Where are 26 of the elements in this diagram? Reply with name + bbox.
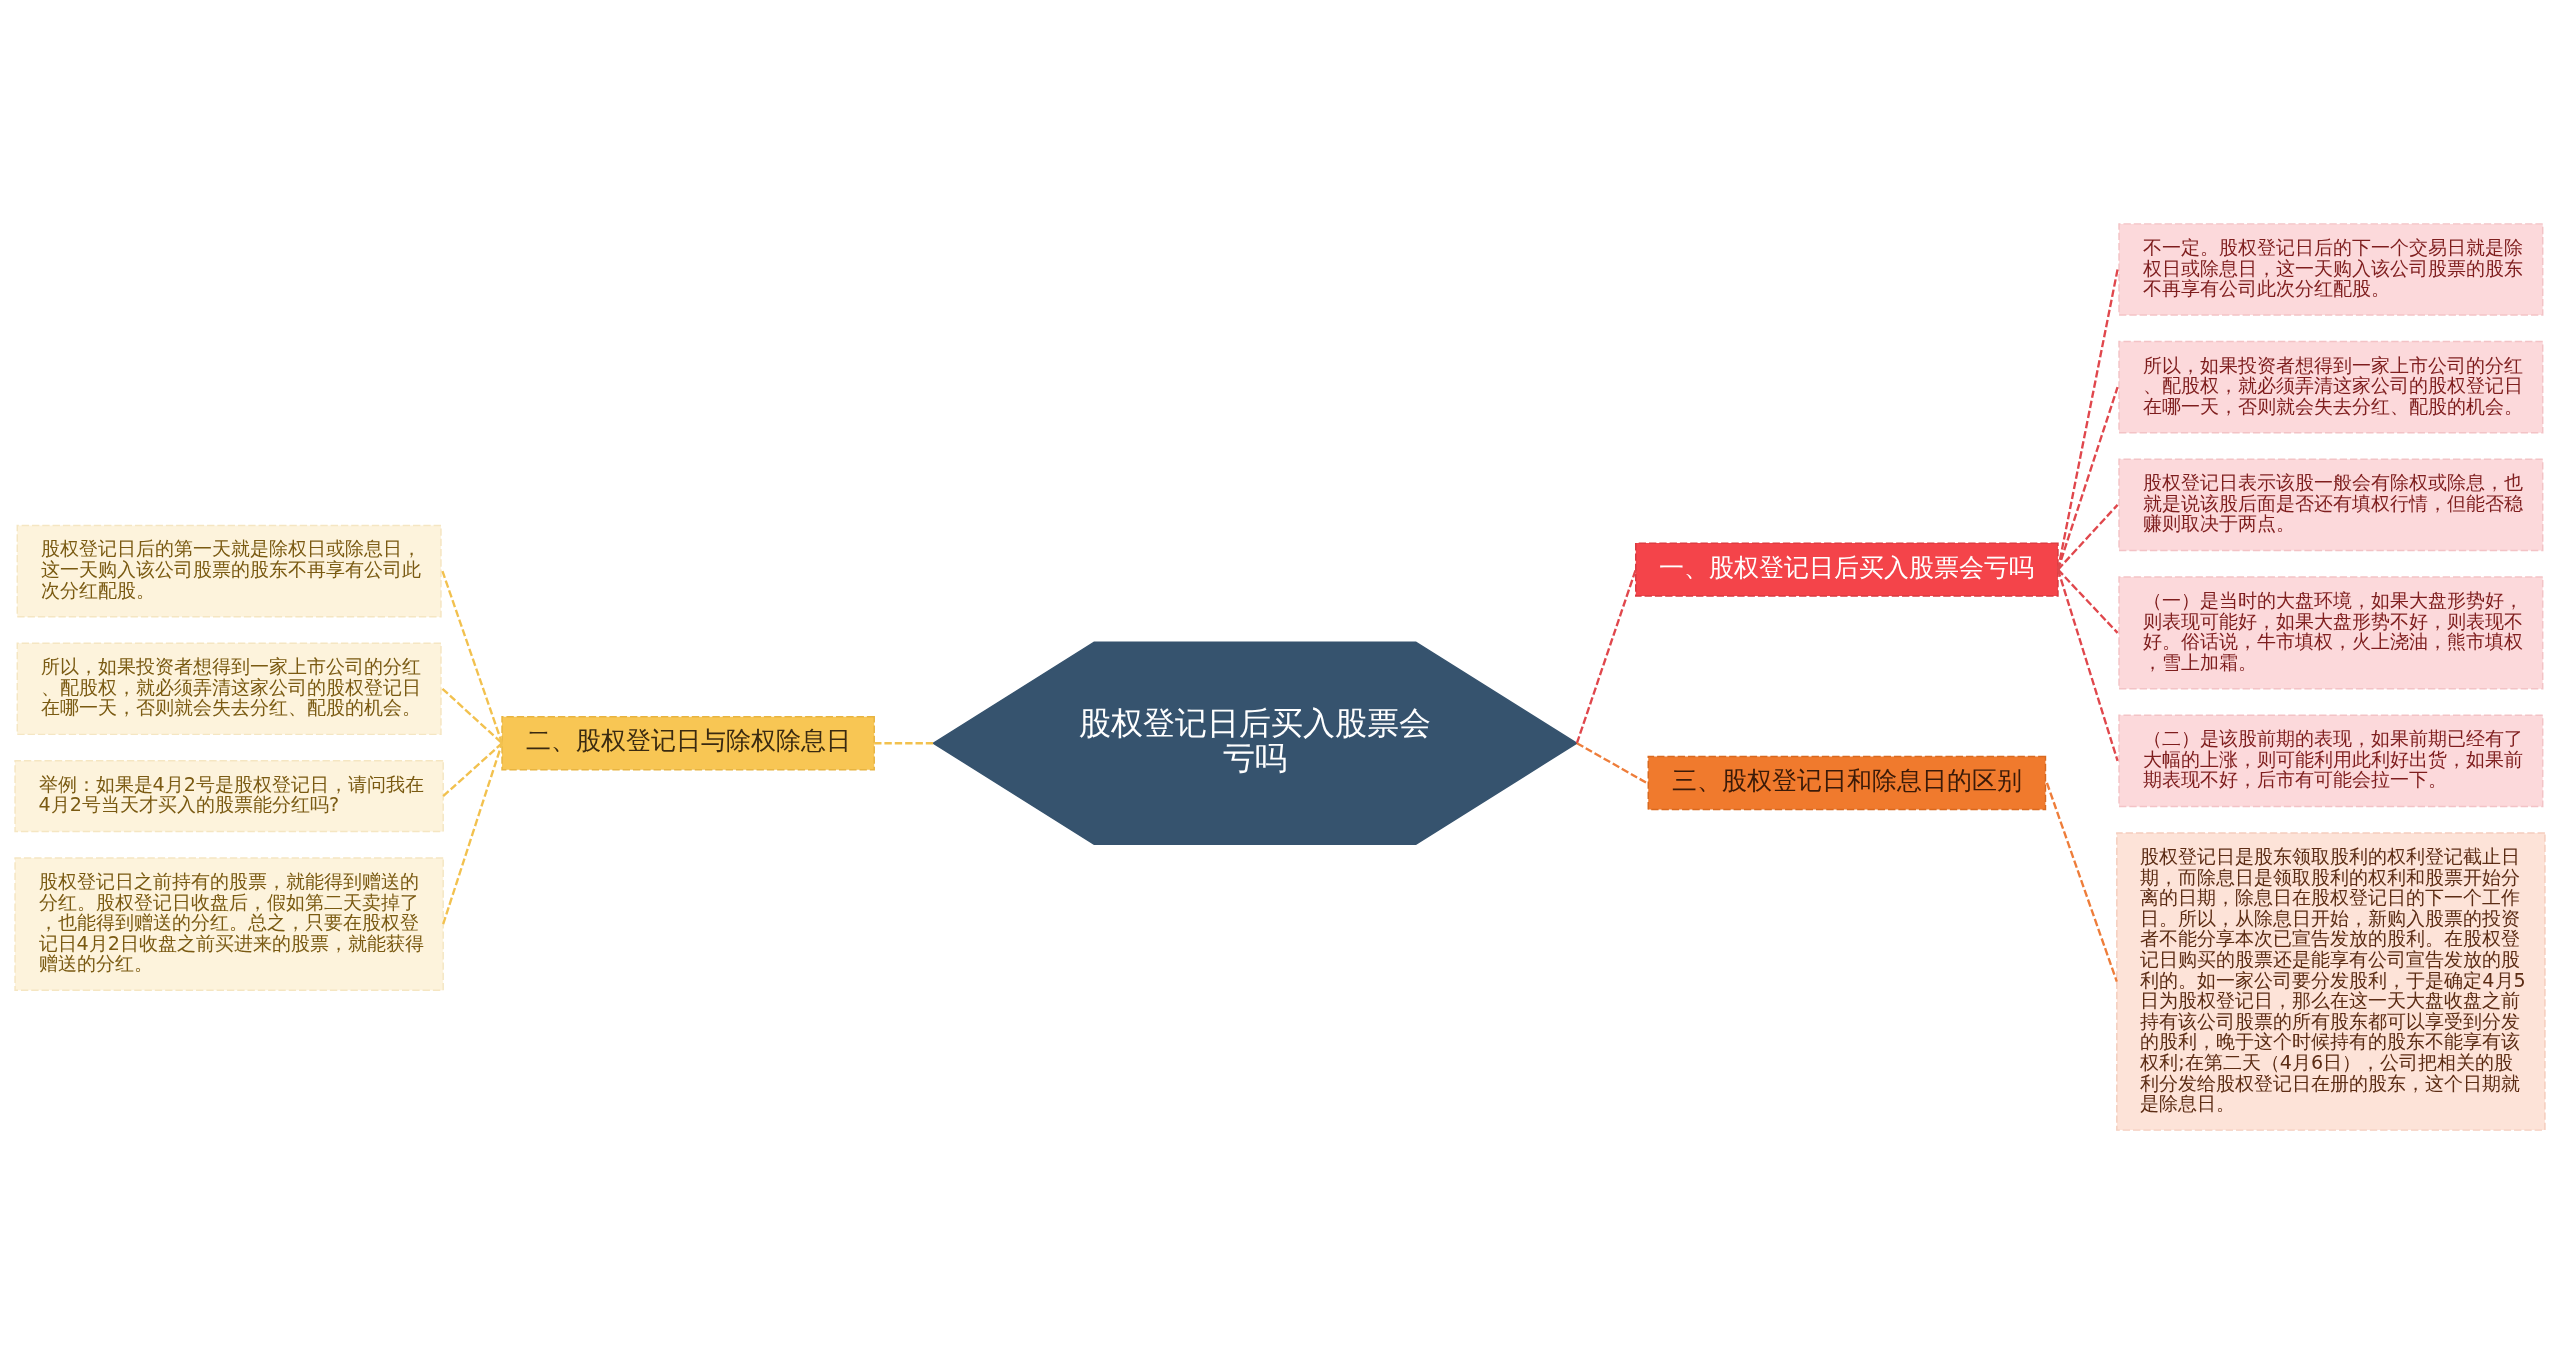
node-box: 二、股权登记日与除权除息日: [501, 716, 875, 771]
connector: [2057, 568, 2119, 634]
node-box: 三、股权登记日和除息日的区别: [1647, 755, 2047, 811]
node-box: 所以，如果投资者想得到一家上市公司的分红、配股权，就必须弄清这家公司的股权登记日在哪一天，否则就会失去分红、配股的机会。: [16, 642, 442, 736]
connector: [1575, 569, 1637, 744]
connector: [2056, 269, 2119, 570]
node-box: 股权登记日后的第一天就是除权日或除息日，这一天购入该公司股票的股东不再享有公司此次分红配股。: [16, 524, 442, 618]
connector: [442, 742, 504, 925]
node-box: 举例：如果是4月2号是股权登记日，请问我在4月2号当天才买入的股票能分红吗?: [14, 760, 444, 833]
connector: [874, 742, 934, 745]
node-box: （二）是该股前期的表现，如果前期已经有了大幅的上涨，则可能利用此利好出货，如果前期表现不好，后市有可能会拉一下。: [2118, 714, 2544, 808]
node-box: （一）是当时的大盘环境，如果大盘形势好，则表现可能好，如果大盘形势不好，则表现不好。俗话说，牛市填权，火上浇油，熊市填权，雪上加霜。: [2118, 576, 2544, 690]
connector: [2056, 386, 2119, 570]
connector: [2056, 569, 2119, 762]
node-box: 股权登记日之前持有的股票，就能得到赠送的分红。股权登记日收盘后，假如第二天卖掉了，也能得到赠送的分红。总之，只要在股权登记日4月2日收盘之前买进来的股票，就能获得赠送的分红。: [14, 857, 444, 992]
node-box: 所以，如果投资者想得到一家上市公司的分红、配股权，就必须弄清这家公司的股权登记日在哪一天，否则就会失去分红、配股的机会。: [2118, 340, 2544, 434]
node-box: 一、股权登记日后买入股票会亏吗: [1635, 542, 2059, 597]
connector: [2045, 782, 2118, 982]
node-box: 不一定。股权登记日后的下一个交易日就是除权日或除息日，这一天购入该公司股票的股东不再享有公司此次分红配股。: [2118, 223, 2544, 316]
connector: [1576, 742, 1648, 784]
node-box: 股权登记日表示该股一般会有除权或除息，也就是说该股后面是否还有填权行情，但能否稳赚则取决于两点。: [2118, 458, 2544, 552]
connector: [2057, 504, 2119, 571]
connector: [442, 742, 503, 798]
connector: [441, 570, 504, 744]
connector: [441, 687, 503, 745]
node-box: 股权登记日是股东领取股利的权利登记截止日期，而除息日是领取股利的权利和股票开始分离的日期，除息日在股权登记日的下一个工作日。所以，从除息日开始，新购入股票的投资者不能分享本次已宣告发放的股利。在股权登记日购买的股票还是能享有公司宣告发放的股利的。如一家公司要分发股利，于是确定4月5日为股权登记日，那么在这一天大盘收盘之前持有该公司股票的所有股东都可以享受到分发的股利，晚于这个时候持有的股东不能享有该权利;在第二天（4月6日），公司把相关的股利分发给股权登记日在册的股东，这个日期就是除息日。: [2116, 832, 2546, 1131]
